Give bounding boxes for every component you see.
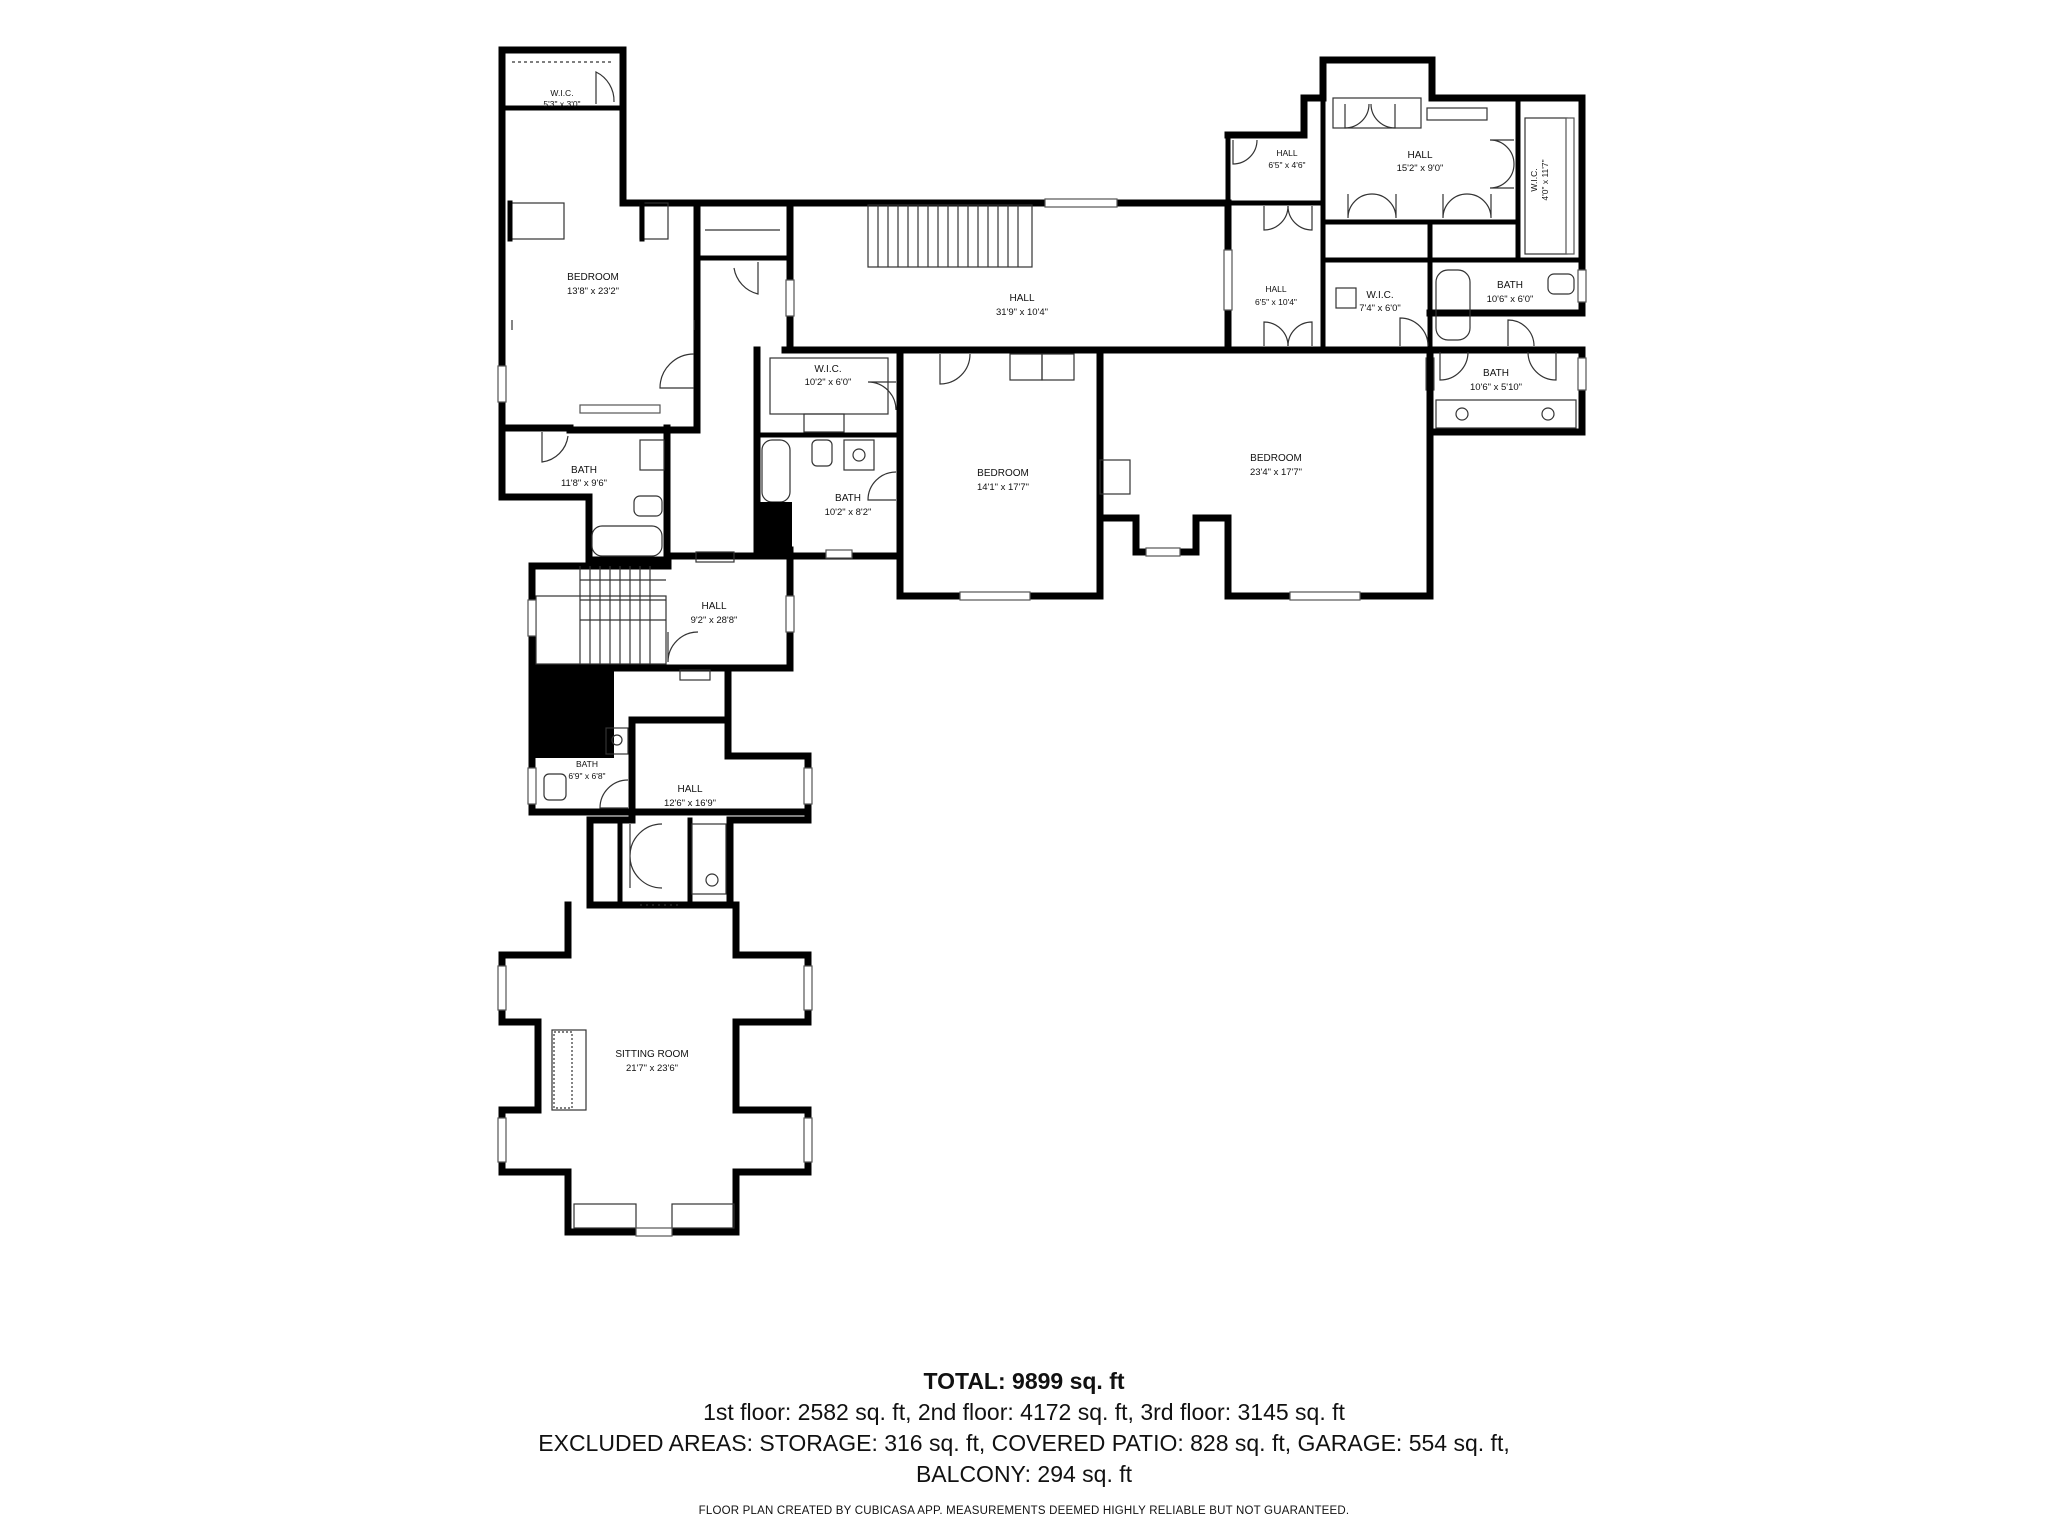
room-labels: W.I.C. 5'3" x 3'0" BEDROOM 13'8" x 23'2"… [543, 88, 1550, 1074]
room-dims-bath-right-lower: 10'6" x 5'10" [1470, 382, 1522, 393]
room-dims-wic-mid: 10'2" x 6'0" [805, 377, 852, 388]
room-dims-bath-left: 11'8" x 9'6" [561, 478, 607, 489]
hall-main-block [786, 198, 1232, 354]
upper-right-wing [1223, 56, 1587, 353]
room-dims-hall-lower: 12'6" x 16'9" [664, 798, 716, 809]
room-dims-wic-right: 7'4" x 6'0" [1359, 303, 1401, 314]
stairs-upper [867, 204, 1033, 268]
room-name-bedroom-right: BEDROOM [1250, 453, 1302, 464]
room-name-hall-upper-right: HALL [1407, 150, 1432, 161]
room-name-sitting-room: SITTING ROOM [615, 1049, 688, 1060]
bedroom-wing-left [497, 46, 701, 434]
room-name-wic-right-vertical: W.I.C. [1529, 168, 1539, 191]
room-dims-hall-main: 31'9" x 10'4" [996, 307, 1048, 318]
room-name-bedroom-mid: BEDROOM [977, 468, 1029, 479]
stairs-lower [535, 566, 667, 665]
room-name-wic-right: W.I.C. [1366, 290, 1393, 301]
room-dims-bedroom-mid: 14'1" x 17'7" [977, 482, 1029, 493]
room-dims-bath-mid: 10'2" x 8'2" [825, 507, 872, 518]
excluded-areas: EXCLUDED AREAS: STORAGE: 316 sq. ft, COV… [538, 1430, 1510, 1456]
corridor-left [693, 199, 795, 354]
floor-areas: 1st floor: 2582 sq. ft, 2nd floor: 4172 … [703, 1399, 1345, 1425]
room-name-wic-mid: W.I.C. [814, 364, 841, 375]
lower-hall [527, 664, 813, 909]
total-area: TOTAL: 9899 sq. ft [923, 1368, 1125, 1394]
room-dims-wic-top-left: 5'3" x 3'0" [543, 99, 580, 109]
disclaimer: FLOOR PLAN CREATED BY CUBICASA APP. MEAS… [698, 1505, 1350, 1517]
room-name-hall-small-top: HALL [1276, 148, 1298, 158]
room-name-bath-right-lower: BATH [1483, 368, 1509, 379]
middle-rooms [753, 346, 1434, 601]
room-dims-hall-stairs: 9'2" x 28'8" [691, 615, 738, 626]
sitting-room-block [497, 901, 813, 1237]
room-dims-hall-narrow: 6'5" x 10'4" [1255, 297, 1297, 307]
room-name-bath-right-upper: BATH [1497, 280, 1523, 291]
room-dims-bath-small: 6'9" x 6'8" [568, 771, 605, 781]
room-name-wic-top-left: W.I.C. [550, 88, 573, 98]
room-dims-bedroom-right: 23'4" x 17'7" [1250, 467, 1302, 478]
room-name-bedroom-left: BEDROOM [567, 272, 619, 283]
room-name-bath-left: BATH [571, 465, 597, 476]
room-dims-bedroom-left: 13'8" x 23'2" [567, 286, 619, 297]
room-name-hall-main: HALL [1009, 293, 1034, 304]
room-dims-hall-upper-right: 15'2" x 9'0" [1397, 163, 1444, 174]
room-dims-hall-small-top: 6'5" x 4'6" [1268, 160, 1305, 170]
room-dims-bath-right-upper: 10'6" x 6'0" [1487, 294, 1534, 305]
room-name-bath-small: BATH [576, 759, 598, 769]
room-name-hall-narrow: HALL [1265, 284, 1287, 294]
stair-hall [527, 551, 795, 672]
room-name-hall-stairs: HALL [701, 601, 726, 612]
bath-left [498, 424, 671, 564]
room-dims-wic-right-vertical: 4'0" x 11'7" [1540, 159, 1550, 200]
room-name-hall-lower: HALL [677, 784, 702, 795]
room-dims-sitting-room: 21'7" x 23'6" [626, 1063, 678, 1074]
balcony-area: BALCONY: 294 sq. ft [915, 1461, 1133, 1487]
room-name-bath-mid: BATH [835, 493, 861, 504]
